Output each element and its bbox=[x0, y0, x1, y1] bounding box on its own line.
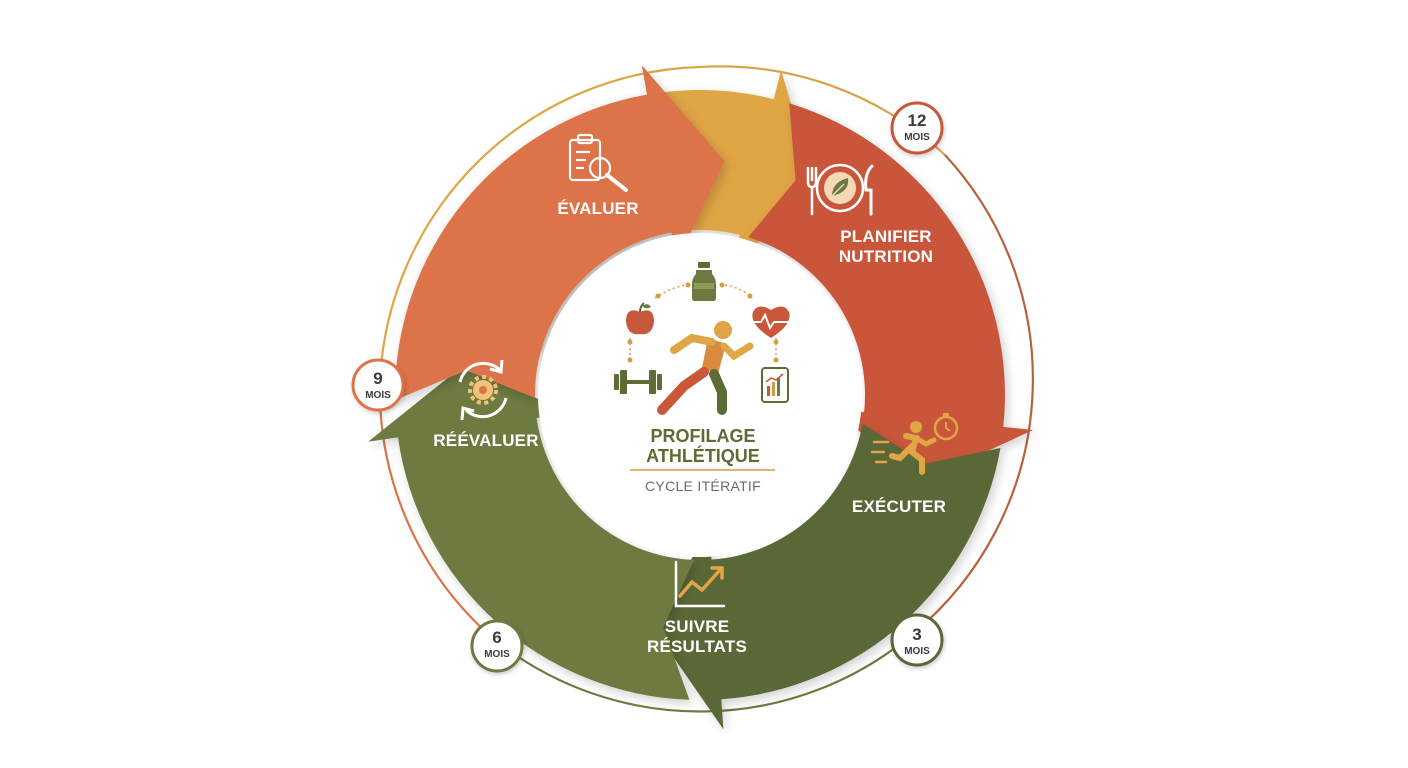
step-label-suivre: SUIVRE bbox=[665, 617, 730, 636]
center-icons bbox=[614, 262, 790, 415]
center-subtitle: CYCLE ITÉRATIF bbox=[645, 478, 761, 494]
milestone-badge-9: 9 MOIS bbox=[351, 358, 405, 412]
milestone-badge-12: 12 MOIS bbox=[890, 101, 944, 155]
segment-suivre-resultats bbox=[368, 362, 695, 700]
step-label-planifier: PLANIFIER bbox=[840, 227, 932, 246]
center-title-line2: ATHLÉTIQUE bbox=[646, 445, 760, 466]
trend-chart-icon bbox=[674, 560, 726, 608]
step-label-nutrition: NUTRITION bbox=[839, 247, 933, 266]
center-title-line1: PROFILAGE bbox=[650, 426, 755, 446]
milestone-badge-6: 6 MOIS bbox=[470, 619, 524, 673]
step-label-reevaluer: RÉÉVALUER bbox=[433, 431, 538, 450]
segment-executer bbox=[651, 423, 1001, 730]
heartbeat-icon bbox=[751, 306, 790, 338]
refresh-gear-icon bbox=[458, 359, 508, 421]
step-label-executer: EXÉCUTER bbox=[852, 497, 946, 516]
milestone-value: 6 bbox=[492, 628, 501, 647]
milestone-value: 12 bbox=[908, 111, 927, 130]
water-bottle-icon bbox=[692, 262, 716, 301]
runner-icon bbox=[657, 321, 754, 415]
clipboard-search-icon bbox=[568, 133, 628, 192]
milestone-unit: MOIS bbox=[484, 649, 510, 660]
apple-icon bbox=[626, 302, 654, 335]
milestone-unit: MOIS bbox=[365, 390, 391, 401]
step-label-evaluer: ÉVALUER bbox=[557, 199, 638, 218]
milestone-unit: MOIS bbox=[904, 132, 930, 143]
step-label-resultats: RÉSULTATS bbox=[647, 637, 747, 656]
segment-reevaluer bbox=[394, 65, 725, 401]
dumbbell-icon bbox=[614, 370, 662, 394]
tablet-chart-icon bbox=[761, 367, 789, 403]
milestone-badge-3: 3 MOIS bbox=[890, 613, 944, 667]
runner-stopwatch-icon bbox=[870, 413, 959, 475]
plate-cutlery-icon bbox=[806, 163, 874, 216]
milestone-value: 9 bbox=[373, 369, 382, 388]
milestone-value: 3 bbox=[912, 625, 921, 644]
milestone-unit: MOIS bbox=[904, 646, 930, 657]
